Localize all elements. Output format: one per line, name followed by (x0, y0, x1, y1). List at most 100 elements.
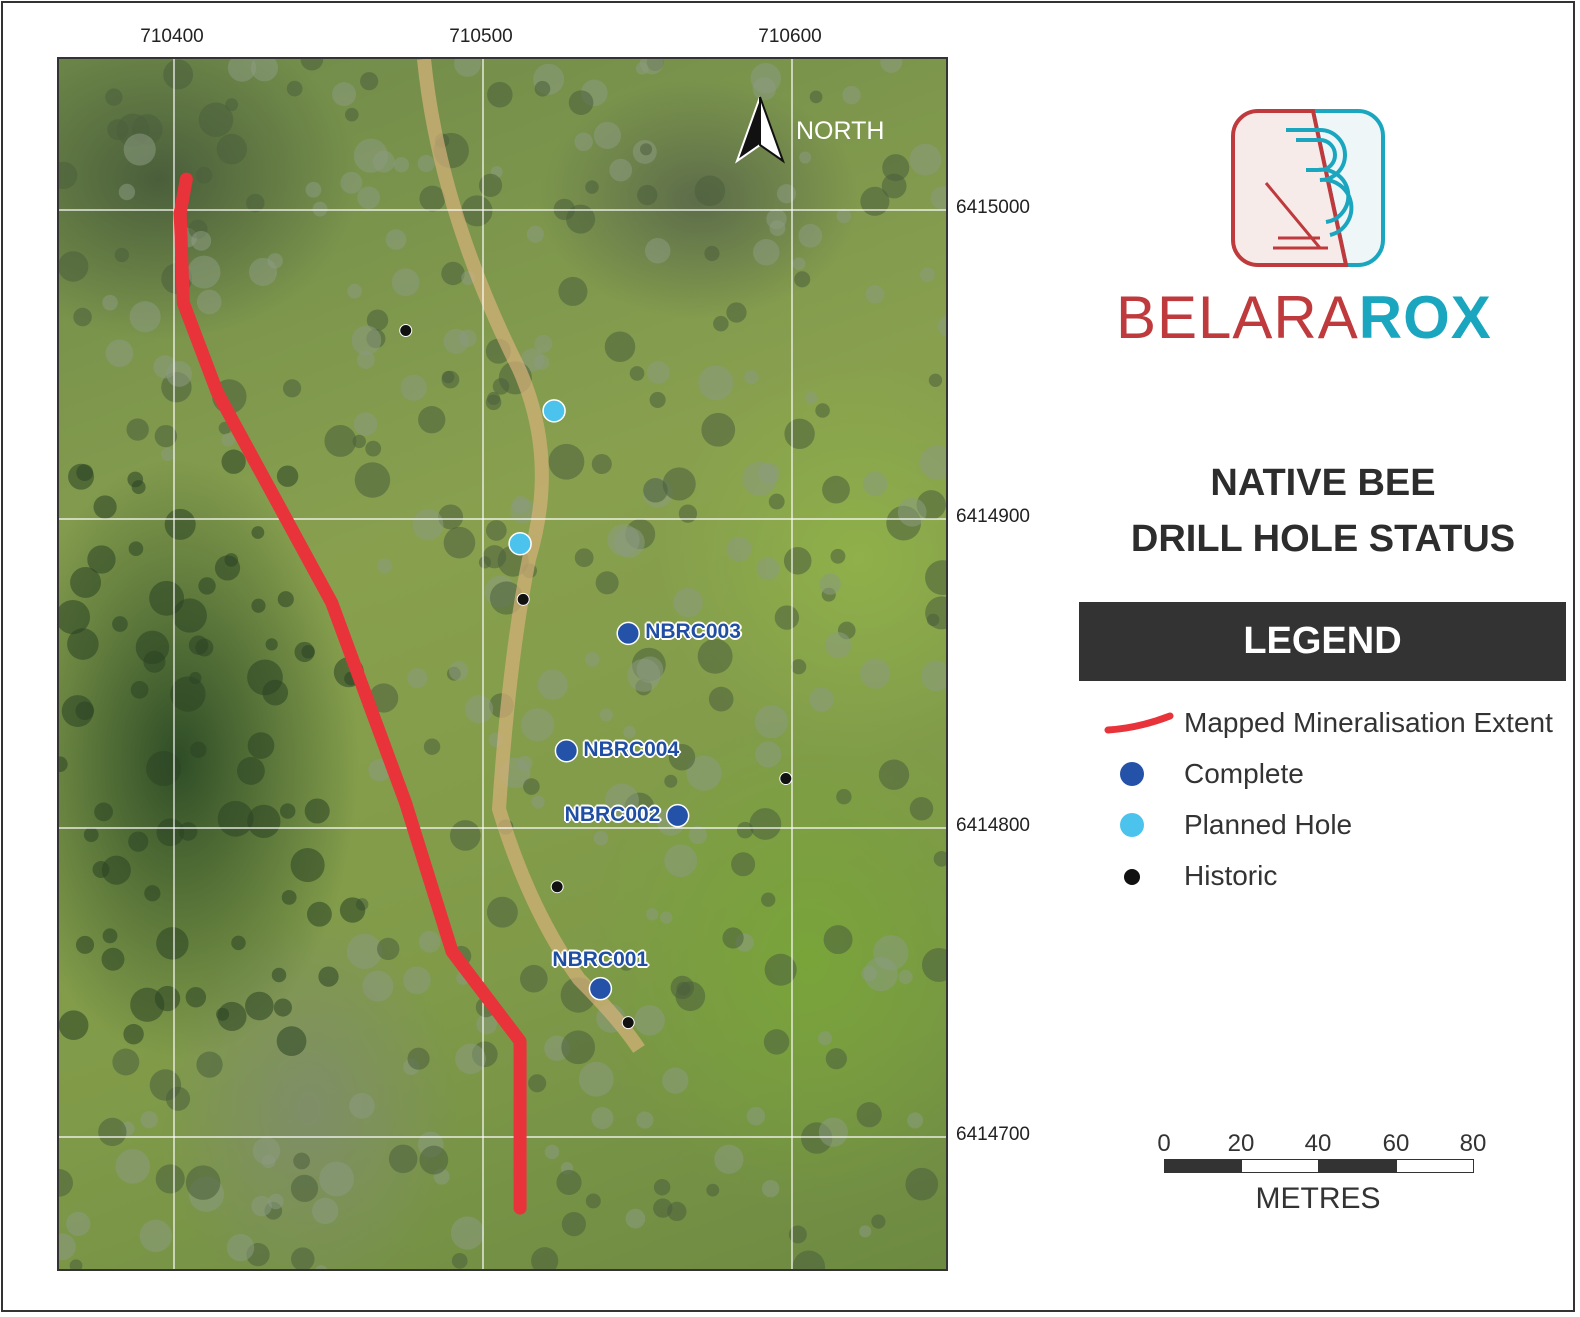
tree (236, 757, 265, 785)
tree (216, 133, 248, 165)
drill-hole-label: NBRC004 (583, 737, 680, 761)
tree (561, 1030, 596, 1065)
brand-wordmark: BELARAROX (1116, 288, 1492, 348)
tree (609, 158, 633, 182)
tree (357, 186, 381, 209)
historic-drill-hole[interactable] (399, 324, 413, 338)
tree (190, 741, 207, 759)
tree (441, 261, 465, 286)
tree (584, 652, 600, 667)
complete-drill-hole[interactable] (554, 739, 579, 763)
tree (519, 964, 548, 993)
historic-drill-hole[interactable] (516, 592, 530, 606)
tree (196, 1051, 223, 1078)
x-tick-label: 710400 (140, 26, 204, 47)
tree (443, 526, 476, 559)
tree (114, 247, 129, 263)
scale-label: 20 (1227, 1130, 1255, 1157)
tree (830, 548, 846, 564)
tree (809, 90, 823, 104)
tree (290, 1174, 319, 1202)
complete-drill-hole[interactable] (616, 621, 640, 646)
tree (673, 587, 703, 618)
tree (318, 966, 339, 987)
tree (377, 558, 393, 574)
tree (799, 151, 812, 164)
tree (492, 378, 510, 395)
historic-hole-icon (1124, 869, 1140, 885)
tree (293, 1152, 310, 1170)
tree (135, 630, 170, 665)
tree (485, 394, 502, 411)
tree (59, 1233, 76, 1261)
tree (919, 267, 935, 283)
tree (520, 708, 555, 742)
complete-drill-hole[interactable] (588, 976, 613, 1001)
tree (670, 975, 695, 1000)
tree (118, 183, 136, 201)
tree (746, 1106, 766, 1126)
tree (653, 1179, 671, 1196)
tree (591, 454, 612, 475)
tree (281, 889, 297, 905)
tree (568, 90, 594, 115)
tree (250, 59, 279, 82)
north-label: NORTH (796, 117, 885, 145)
tree (282, 379, 302, 398)
tree (553, 198, 575, 221)
complete-hole-icon (1120, 762, 1144, 786)
brand-part2: ROX (1358, 284, 1492, 351)
scale-segment (1164, 1159, 1242, 1173)
drill-hole-label: NBRC002 (564, 802, 661, 826)
tree (294, 641, 315, 663)
tree (531, 1247, 559, 1269)
tree (763, 1029, 790, 1055)
tree (774, 605, 800, 630)
tree (604, 331, 636, 363)
tree (919, 445, 946, 480)
historic-drill-hole[interactable] (779, 772, 793, 786)
tree (286, 80, 303, 97)
tree (907, 1112, 924, 1129)
mineralisation-extent[interactable] (173, 172, 527, 1215)
scale-label: 60 (1382, 1130, 1410, 1157)
tree (70, 567, 102, 598)
tree (362, 970, 394, 1002)
tree (276, 465, 299, 487)
tree (643, 478, 668, 503)
tree (365, 440, 382, 457)
tree (753, 238, 780, 266)
tree (704, 245, 720, 262)
tree (276, 1026, 307, 1057)
historic-drill-hole[interactable] (621, 1016, 635, 1030)
historic-drill-hole[interactable] (550, 880, 564, 894)
tree (731, 852, 756, 877)
tree (749, 808, 782, 840)
tree (217, 800, 254, 837)
tree (231, 935, 246, 951)
x-tick-label: 710500 (449, 26, 513, 47)
tree (909, 797, 934, 821)
planned-drill-hole[interactable] (542, 399, 566, 423)
tree (227, 59, 257, 82)
tree (921, 660, 946, 692)
tree (277, 591, 294, 608)
tree (662, 1067, 689, 1094)
tree (101, 855, 131, 885)
tree (66, 1211, 91, 1237)
planned-drill-hole[interactable] (508, 531, 532, 556)
tree (164, 508, 196, 540)
tree (354, 462, 391, 498)
tree (451, 1253, 468, 1269)
complete-drill-hole[interactable] (665, 803, 690, 828)
tree (393, 157, 410, 173)
tree (585, 180, 599, 194)
tree (636, 656, 664, 684)
tree (937, 315, 946, 337)
tree (225, 98, 239, 112)
tree (818, 1117, 848, 1147)
tree (556, 1169, 582, 1195)
scale-label: 40 (1304, 1130, 1332, 1157)
tree (761, 1179, 780, 1198)
